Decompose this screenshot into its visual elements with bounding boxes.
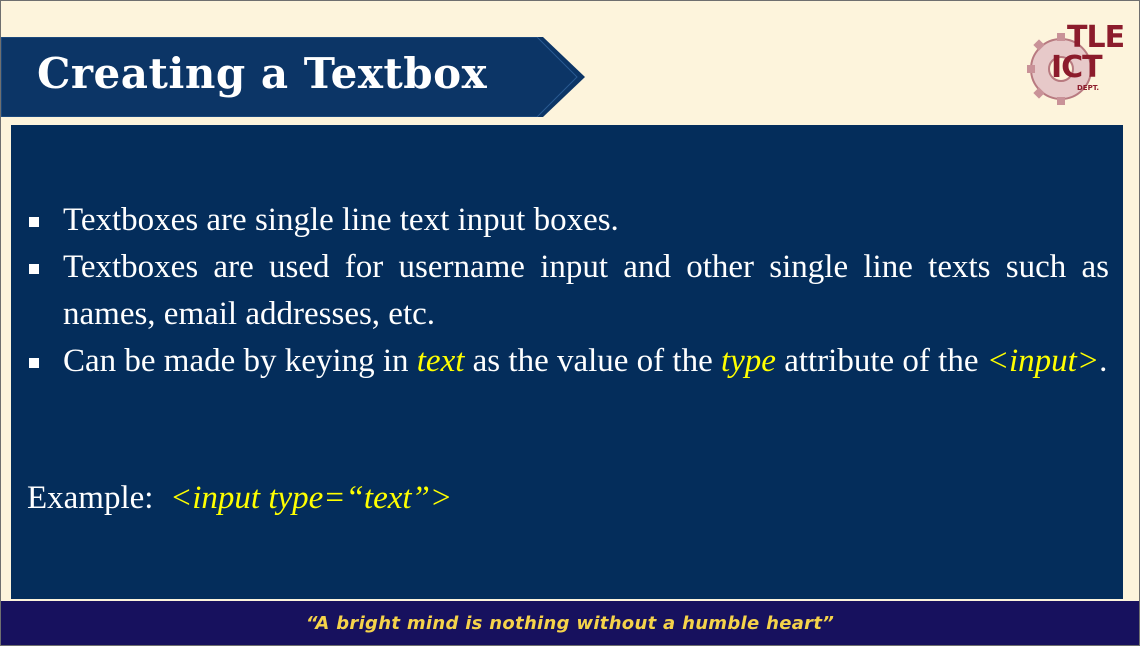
square-bullet-icon xyxy=(29,217,39,227)
bullet-text-part: . xyxy=(1099,343,1108,379)
logo-tle-text: TLE xyxy=(1067,20,1125,55)
bullet-item: Textboxes are used for username input an… xyxy=(27,244,1109,338)
title-banner: Creating a Textbox xyxy=(1,37,585,117)
title-banner-shape xyxy=(1,37,585,117)
logo-ict-text: ICT xyxy=(1051,50,1103,85)
bullet-text: Textboxes are single line text input box… xyxy=(63,202,619,238)
logo-dept-text: DEPT. xyxy=(1077,84,1100,92)
square-bullet-icon xyxy=(29,358,39,368)
tle-ict-logo: TLE ICT DEPT. xyxy=(1027,23,1131,109)
bullet-item: Textboxes are single line text input box… xyxy=(27,197,1109,244)
example-line: Example: <input type=“text”> xyxy=(27,480,452,517)
content-panel: Textboxes are single line text input box… xyxy=(11,125,1123,599)
footer-quote: “A bright mind is nothing without a humb… xyxy=(305,612,835,634)
gear-icon xyxy=(1027,33,1092,105)
bullet-list: Textboxes are single line text input box… xyxy=(27,197,1109,385)
slide-title: Creating a Textbox xyxy=(37,49,488,98)
bullet-text-part: attribute of the xyxy=(775,343,987,379)
bullet-text-part: as the value of the xyxy=(464,343,721,379)
example-label: Example: xyxy=(27,480,154,516)
square-bullet-icon xyxy=(29,264,39,274)
highlight-input-tag: <input> xyxy=(986,343,1100,379)
footer-bar: “A bright mind is nothing without a humb… xyxy=(1,601,1139,645)
example-code: <input type=“text”> xyxy=(169,480,453,516)
highlight-type-attribute: type xyxy=(720,343,776,379)
bullet-item: Can be made by keying in text as the val… xyxy=(27,338,1109,385)
bullet-text: Textboxes are used for username input an… xyxy=(63,249,1109,332)
highlight-text-value: text xyxy=(416,343,465,379)
bullet-text-part: Can be made by keying in xyxy=(63,343,417,379)
